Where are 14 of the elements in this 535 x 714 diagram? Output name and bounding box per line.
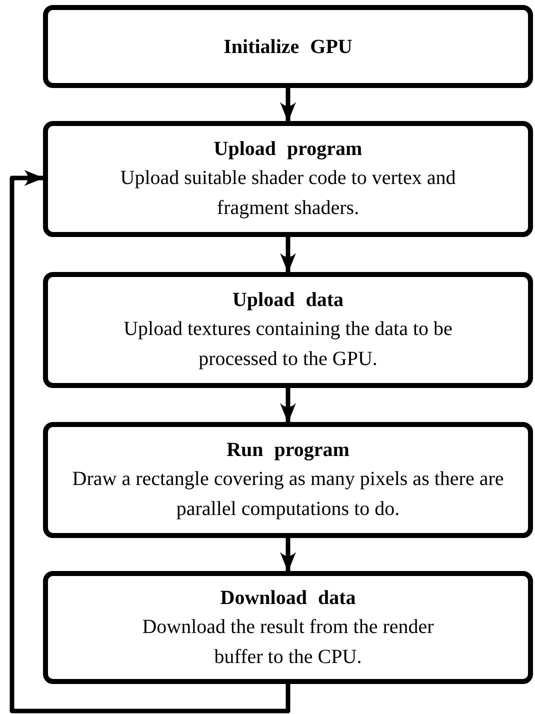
step-title: Upload program xyxy=(214,137,362,162)
process-box xyxy=(43,5,533,88)
process-box xyxy=(43,121,533,237)
step-title: Upload data xyxy=(232,288,344,313)
step-title: Download data xyxy=(220,586,356,610)
step-description: Download the result from the render buffer to the CPU. xyxy=(141,614,435,670)
process-box xyxy=(43,571,533,684)
process-box xyxy=(43,422,533,538)
step-title: Run program xyxy=(226,438,350,463)
step-description: Upload suitable shader code to vertex and fragment shaders. xyxy=(119,166,457,221)
step-title: Initialize GPU xyxy=(224,34,352,60)
process-box xyxy=(43,272,533,388)
step-description: Draw a rectangle covering as many pixels as there are parallel computations to do. xyxy=(71,467,505,522)
step-description: Upload textures containing the data to be processed to the GPU. xyxy=(122,317,454,372)
